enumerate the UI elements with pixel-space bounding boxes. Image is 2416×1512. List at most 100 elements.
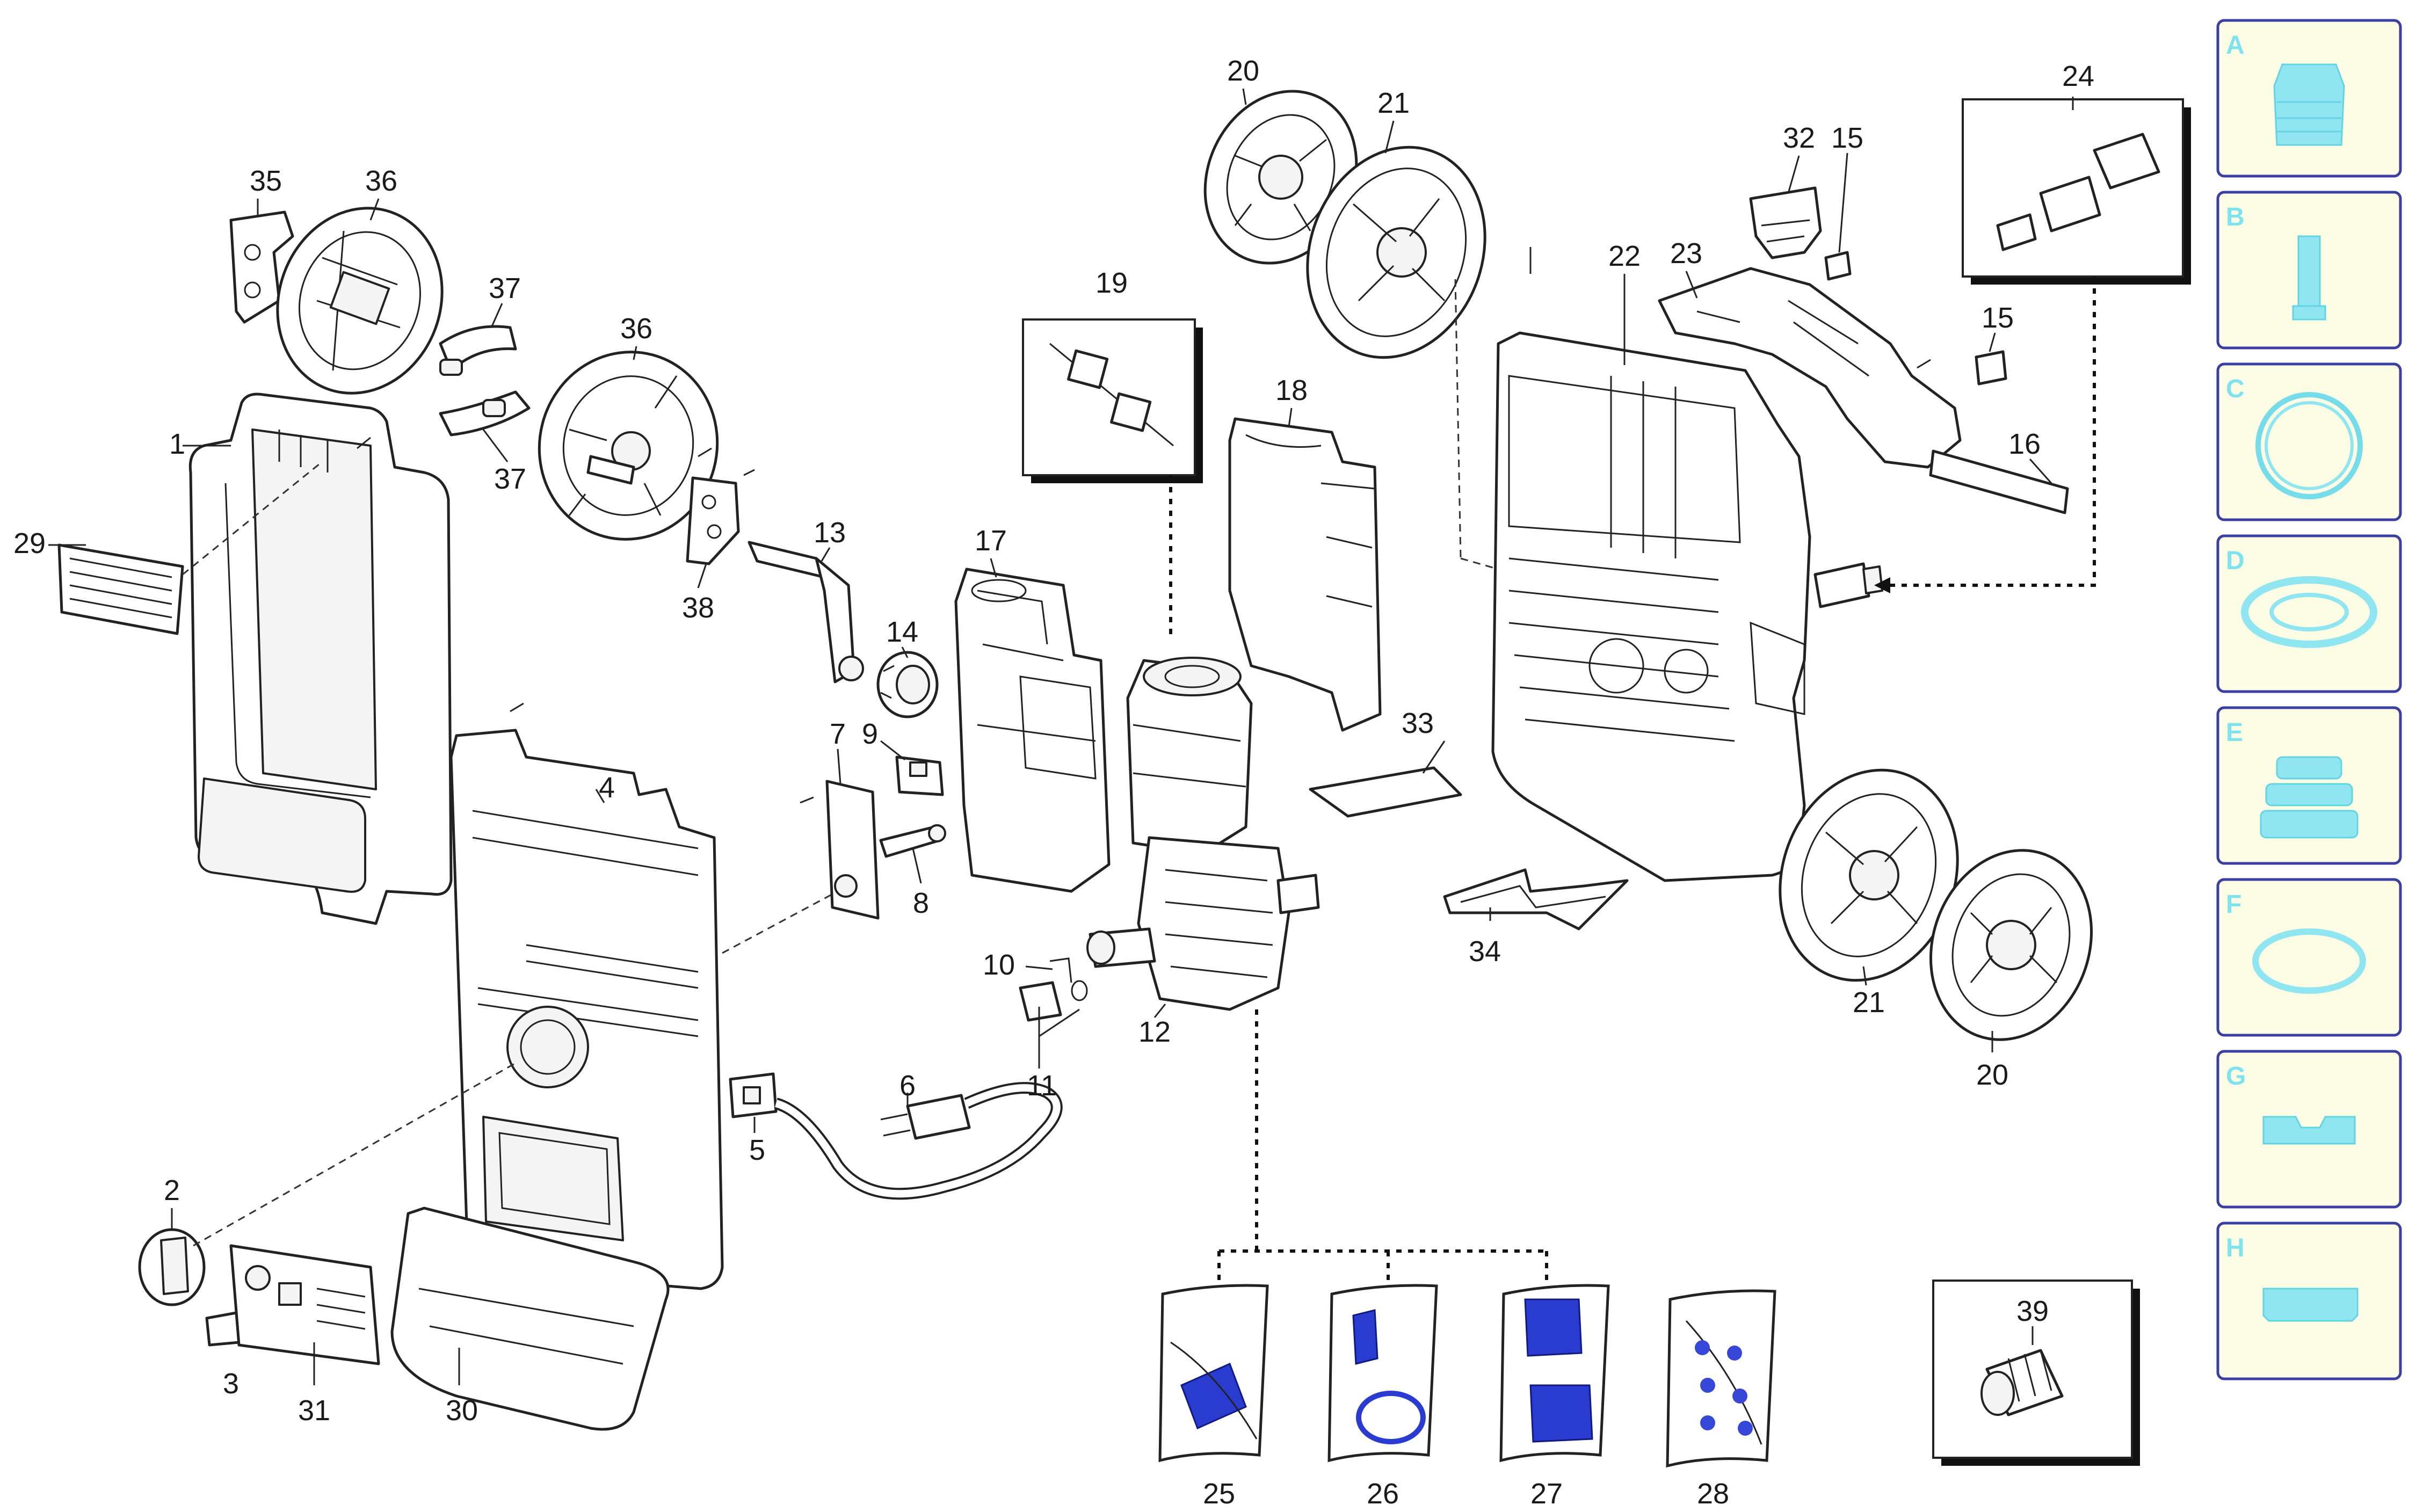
part-label-1: 1: [169, 428, 185, 460]
kit-b[interactable]: B: [2216, 191, 2402, 350]
plate-icon: [2262, 1116, 2356, 1145]
part-label-9: 9: [862, 718, 878, 750]
reel-disc-part-36a: [276, 207, 444, 395]
seal-ring-icon: [2255, 392, 2363, 499]
inlet-part-11: [1019, 980, 1088, 1022]
part-label-21a: 21: [1377, 87, 1410, 119]
parts-bag-28: [1666, 1289, 1776, 1468]
part-label-6: 6: [899, 1070, 916, 1102]
knob-part: [876, 651, 939, 718]
part-label-36a: 36: [365, 165, 397, 197]
part-label-11: 11: [1027, 1070, 1057, 1102]
part-label-3: 3: [223, 1368, 239, 1400]
leader-lines: [48, 88, 2052, 1385]
part-label-31: 31: [298, 1394, 330, 1427]
part-label-33: 33: [1402, 707, 1434, 739]
part-label-18: 18: [1275, 374, 1308, 406]
gasket-part-34: [1443, 868, 1629, 931]
part-label-30: 30: [446, 1394, 478, 1427]
wheel-hub-part-20b: [1929, 849, 2093, 1041]
main-frame-part: [1491, 331, 1811, 882]
part-label-25: 25: [1203, 1478, 1235, 1510]
part-label-32: 32: [1783, 122, 1815, 154]
kit-g[interactable]: G: [2216, 1050, 2402, 1209]
part-label-37a: 37: [489, 272, 521, 304]
part-label-26: 26: [1367, 1478, 1399, 1510]
kit-b-letter: B: [2226, 203, 2245, 231]
inlet-fitting: [1813, 562, 1883, 608]
kit-f-letter: F: [2226, 890, 2241, 919]
fitting-part-15a: [1824, 251, 1852, 281]
gasket-icon: [2241, 576, 2377, 648]
part-label-12: 12: [1138, 1016, 1171, 1048]
kit-e[interactable]: E: [2216, 706, 2402, 865]
part-label-22: 22: [1608, 240, 1641, 272]
part-label-4: 4: [599, 772, 615, 804]
switch-button-part-3: [205, 1311, 241, 1347]
cap-part-32: [1749, 186, 1822, 259]
part-label-36b: 36: [620, 312, 652, 345]
part-label-14: 14: [886, 616, 918, 648]
part-label-5: 5: [749, 1134, 765, 1166]
part-label-7: 7: [830, 718, 846, 750]
part-label-28: 28: [1697, 1478, 1729, 1510]
o-ring-icon: [2252, 928, 2366, 994]
crank-handle-part: [748, 541, 864, 684]
block-icon: [2262, 1288, 2359, 1322]
part-label-20a: 20: [1227, 55, 1259, 87]
kit-sidebar: A B C D: [2216, 19, 2402, 1380]
valve-stack-icon: [2260, 756, 2359, 839]
kit-h-letter: H: [2226, 1234, 2245, 1262]
kit-a[interactable]: A: [2216, 19, 2402, 178]
control-panel-part: [229, 1244, 380, 1365]
bracket-part-38: [686, 476, 740, 565]
pump-head-icon: [2273, 63, 2345, 146]
control-board-part: [825, 780, 880, 920]
part-label-8: 8: [913, 887, 929, 919]
kit-d[interactable]: D: [2216, 534, 2402, 693]
clip-part-10: [1049, 957, 1072, 983]
part-label-15b: 15: [1982, 302, 2014, 334]
step-pad-part: [57, 461, 323, 635]
nozzle-inset: [1932, 1280, 2140, 1466]
piston-icon: [2292, 235, 2326, 321]
fitting-part-15b: [1975, 350, 2007, 386]
front-cover-part: [188, 392, 453, 925]
parts-bag-26: [1327, 1284, 1438, 1463]
main-cover-part: [449, 729, 838, 1306]
handle-part: [1658, 267, 1962, 469]
part-label-38: 38: [682, 592, 714, 624]
part-label-13: 13: [814, 517, 846, 549]
part-label-21b: 21: [1853, 986, 1885, 1019]
wheel-part-21b: [1779, 768, 1959, 982]
gasket-part-33: [1309, 766, 1462, 818]
wheel-part-21a: [1306, 146, 1486, 359]
kit-c-letter: C: [2226, 375, 2245, 403]
sensor-part: [879, 824, 946, 858]
kit-e-letter: E: [2226, 718, 2243, 747]
part-label-34: 34: [1469, 935, 1501, 968]
motor-housing-part: [954, 568, 1111, 893]
part-label-29: 29: [13, 527, 46, 559]
part-label-24: 24: [2062, 60, 2094, 92]
part-label-20b: 20: [1976, 1059, 2008, 1091]
clip-part-37a: [439, 325, 517, 376]
parts-bag-25: [1158, 1284, 1269, 1463]
kit-a-letter: A: [2226, 31, 2245, 60]
reel-disc-part-36b: [538, 351, 719, 541]
bracket-part-35: [229, 210, 294, 324]
part-label-2: 2: [164, 1174, 180, 1206]
kit-f[interactable]: F: [2216, 878, 2402, 1037]
part-label-16: 16: [2008, 428, 2041, 460]
clip-part-37b: [439, 390, 531, 437]
kit-c[interactable]: C: [2216, 362, 2402, 521]
motor-cover-part: [1228, 417, 1382, 732]
power-switch-part: [729, 1072, 778, 1118]
kit-g-letter: G: [2226, 1062, 2246, 1091]
base-part: [390, 1206, 670, 1431]
kit-h[interactable]: H: [2216, 1222, 2402, 1380]
part-label-39: 39: [2016, 1295, 2049, 1327]
part-label-27: 27: [1530, 1478, 1563, 1510]
parts-bag-27: [1499, 1284, 1610, 1463]
part-label-35: 35: [250, 165, 282, 197]
